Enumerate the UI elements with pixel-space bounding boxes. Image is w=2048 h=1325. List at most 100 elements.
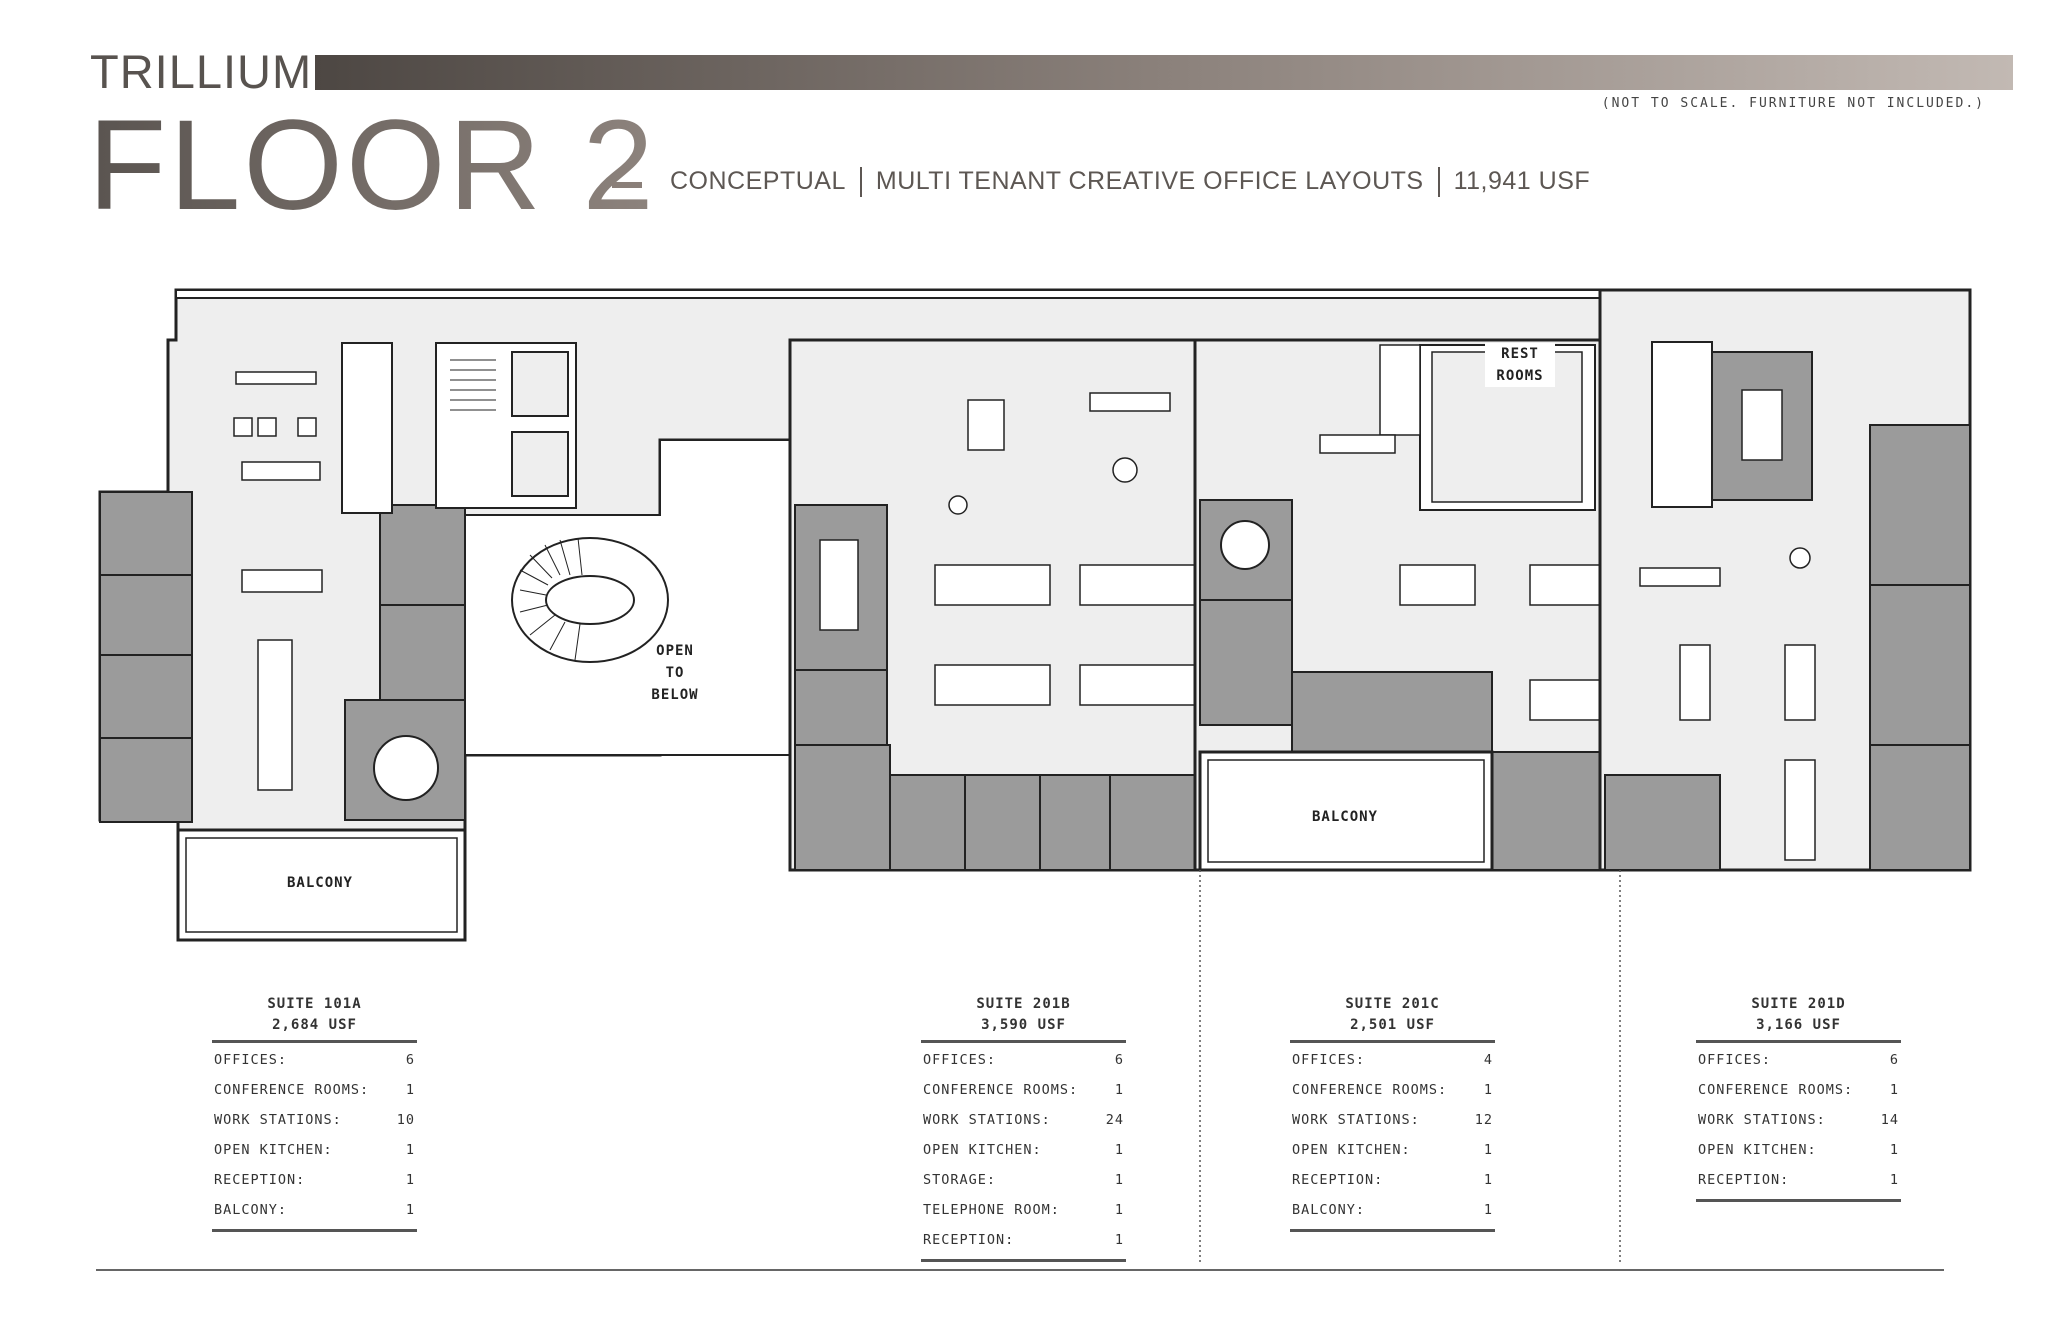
balcony-mid-label: BALCONY [1311, 809, 1378, 825]
table-row: RECEPTION: 1 [1290, 1165, 1495, 1195]
rule [1290, 1040, 1495, 1043]
table-row: RECEPTION: 1 [1696, 1165, 1901, 1195]
title-dash [612, 182, 642, 188]
table-row: OFFICES: 4 [1290, 1045, 1495, 1075]
rule [212, 1229, 417, 1232]
rest-label-line: ROOMS [1496, 368, 1544, 384]
rule [212, 1040, 417, 1043]
row-value: 1 [405, 1082, 415, 1098]
row-label: WORK STATIONS: [1698, 1112, 1826, 1128]
row-label: WORK STATIONS: [1292, 1112, 1420, 1128]
row-label: RECEPTION: [1698, 1172, 1790, 1188]
row-value: 1 [405, 1142, 415, 1158]
subtitle-conceptual: CONCEPTUAL [670, 167, 846, 195]
row-value: 1 [1889, 1172, 1899, 1188]
row-label: RECEPTION: [1292, 1172, 1384, 1188]
table-row: RECEPTION: 1 [212, 1165, 417, 1195]
row-value: 6 [1889, 1052, 1899, 1068]
rule [921, 1040, 1126, 1043]
table-row: CONFERENCE ROOMS:1 [1696, 1075, 1901, 1105]
brand-name: TRILLIUM [90, 45, 313, 98]
row-label: OPEN KITCHEN: [923, 1142, 1042, 1158]
table-row: WORK STATIONS: 12 [1290, 1105, 1495, 1135]
row-value: 24 [1105, 1112, 1124, 1128]
table-row: RECEPTION: 1 [921, 1225, 1126, 1255]
table-row: WORK STATIONS: 24 [921, 1105, 1126, 1135]
row-label: OFFICES: [1698, 1052, 1772, 1068]
rule [1696, 1040, 1901, 1043]
table-row: WORK STATIONS: 10 [212, 1105, 417, 1135]
row-value: 14 [1880, 1112, 1899, 1128]
table-row: CONFERENCE ROOMS:1 [921, 1075, 1126, 1105]
table-row: WORK STATIONS: 14 [1696, 1105, 1901, 1135]
row-value: 1 [1483, 1172, 1493, 1188]
table-row: OPEN KITCHEN: 1 [212, 1135, 417, 1165]
row-label: OPEN KITCHEN: [1292, 1142, 1411, 1158]
row-label: OPEN KITCHEN: [214, 1142, 333, 1158]
row-value: 1 [405, 1202, 415, 1218]
open-to-below-label: OPEN TO BELOW [640, 640, 710, 706]
row-value: 4 [1483, 1052, 1493, 1068]
rest-label-line: REST [1501, 346, 1539, 362]
table-row: OPEN KITCHEN: 1 [1290, 1135, 1495, 1165]
row-value: 1 [1114, 1202, 1124, 1218]
subtitle-layout: MULTI TENANT CREATIVE OFFICE LAYOUTS [875, 167, 1424, 195]
row-label: CONFERENCE ROOMS: [214, 1082, 370, 1098]
subtitle-separator [859, 167, 862, 198]
table-row: OPEN KITCHEN: 1 [1696, 1135, 1901, 1165]
subtitle-separator [1437, 167, 1440, 198]
row-label: WORK STATIONS: [923, 1112, 1051, 1128]
row-label: RECEPTION: [923, 1232, 1015, 1248]
rule [1696, 1199, 1901, 1202]
row-value: 6 [405, 1052, 415, 1068]
row-value: 1 [1889, 1142, 1899, 1158]
row-label: OFFICES: [923, 1052, 997, 1068]
suite-table-101a: SUITE 101A 2,684 USF OFFICES:6 CONFERENC… [212, 994, 417, 1234]
rule [921, 1259, 1126, 1262]
table-row: CONFERENCE ROOMS: 1 [212, 1075, 417, 1105]
balcony-left-label: BALCONY [286, 875, 353, 891]
row-label: WORK STATIONS: [214, 1112, 342, 1128]
table-row: TELEPHONE ROOM: 1 [921, 1195, 1126, 1225]
rule [1290, 1229, 1495, 1232]
row-value: 1 [1483, 1202, 1493, 1218]
row-label: CONFERENCE ROOMS: [923, 1082, 1079, 1098]
table-row: BALCONY: 1 [212, 1195, 417, 1225]
table-row: OFFICES: 6 [921, 1045, 1126, 1075]
row-value: 1 [1483, 1082, 1493, 1098]
open-label-line: OPEN [656, 643, 694, 659]
suite-201d-plan [1598, 288, 1972, 872]
row-label: BALCONY: [214, 1202, 288, 1218]
row-label: STORAGE: [923, 1172, 997, 1188]
suite-name: SUITE 201B [976, 996, 1071, 1012]
row-label: TELEPHONE ROOM: [923, 1202, 1060, 1218]
balcony-left [176, 828, 467, 942]
row-label: OFFICES: [1292, 1052, 1366, 1068]
open-label-line: BELOW [651, 687, 699, 703]
table-row: BALCONY:1 [1290, 1195, 1495, 1225]
floor-subtitle: CONCEPTUAL MULTI TENANT CREATIVE OFFICE L… [670, 167, 1590, 198]
suite-area: 2,501 USF [1350, 1017, 1435, 1033]
suite-name: SUITE 201D [1751, 996, 1846, 1012]
row-value: 1 [1889, 1082, 1899, 1098]
row-value: 1 [405, 1172, 415, 1188]
suite-201b-plan [788, 338, 1197, 872]
row-value: 6 [1114, 1052, 1124, 1068]
scale-note: (NOT TO SCALE. FURNITURE NOT INCLUDED.) [1601, 96, 1985, 111]
row-label: OPEN KITCHEN: [1698, 1142, 1817, 1158]
table-row: OFFICES:6 [212, 1045, 417, 1075]
row-label: RECEPTION: [214, 1172, 306, 1188]
row-value: 10 [396, 1112, 415, 1128]
row-value: 1 [1483, 1142, 1493, 1158]
suite-table-201c: SUITE 201C 2,501 USF OFFICES:4 CONFERENC… [1290, 994, 1495, 1234]
table-row: CONFERENCE ROOMS:1 [1290, 1075, 1495, 1105]
balcony-mid [1198, 750, 1494, 872]
footer-rule [96, 1269, 1944, 1271]
suite-table-201d: SUITE 201D 3,166 USF OFFICES:6 CONFERENC… [1696, 994, 1901, 1204]
suite-table-201b: SUITE 201B 3,590 USF OFFICES:6 CONFERENC… [921, 994, 1126, 1264]
row-value: 1 [1114, 1232, 1124, 1248]
row-value: 12 [1474, 1112, 1493, 1128]
floor-title: FLOOR 2 [88, 94, 657, 237]
brand-gradient-bar [315, 55, 2013, 90]
